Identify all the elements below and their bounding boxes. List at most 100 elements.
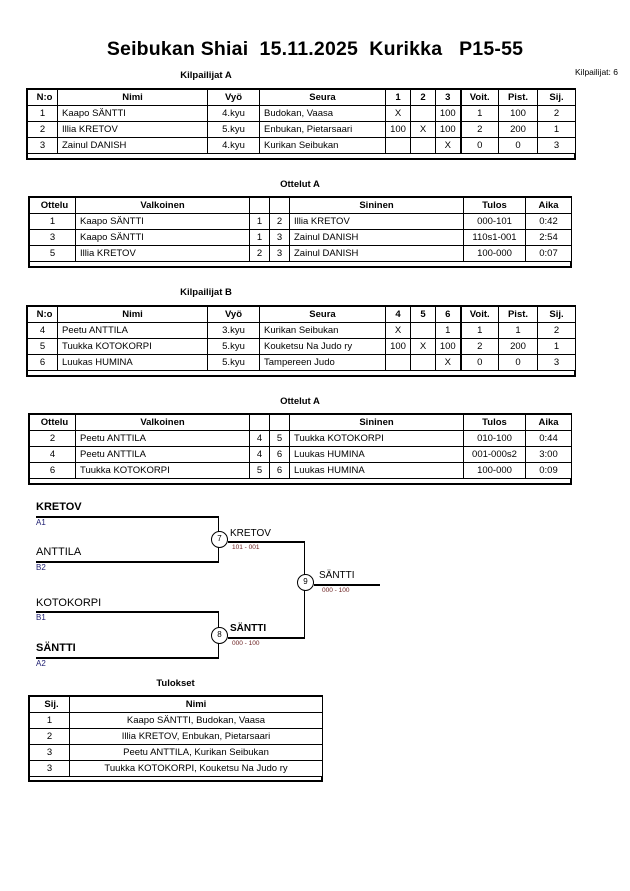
cell-no: 2 (27, 121, 58, 138)
table-row: 6 Luukas HUMINA 5.kyu Tampereen Judo X 0… (27, 354, 576, 371)
cell-white: Kaapo SÄNTTI (75, 213, 250, 230)
bracket-node-score: 000 - 100 (322, 587, 350, 594)
pool-b-table: N:o Nimi Vyö Seura 4 5 6 Voit. Pist. Sij… (27, 306, 576, 371)
cell-result: 000-101 (463, 213, 526, 230)
col-no: N:o (27, 306, 58, 323)
bracket-entry-name: ANTTILA (36, 546, 82, 558)
cell-no: 6 (27, 354, 58, 371)
cell-m3: 100 (435, 121, 461, 138)
bracket-line (36, 611, 219, 613)
cell-no: 5 (27, 338, 58, 355)
cell-name: Tuukka KOTOKORPI (57, 338, 208, 355)
table-header-row: Sij. Nimi (29, 696, 323, 713)
cell-name: Peetu ANTTILA, Kurikan Seibukan (69, 744, 323, 761)
cell-blue: Tuukka KOTOKORPI (289, 430, 464, 447)
col-white: Valkoinen (75, 414, 250, 431)
bracket-node-winner: SÄNTTI (230, 623, 267, 634)
bracket-node-winner: SÄNTTI (319, 570, 355, 581)
col-rank: Sij. (29, 696, 70, 713)
bracket-node-9: 9 (297, 574, 314, 591)
cell-belt: 3.kyu (207, 322, 260, 339)
cell-blue-no: 3 (269, 245, 290, 262)
cell-white-no: 2 (249, 245, 270, 262)
col-name: Nimi (69, 696, 323, 713)
cell-result: 001-000s2 (463, 446, 526, 463)
table-header-row: N:o Nimi Vyö Seura 4 5 6 Voit. Pist. Sij… (27, 306, 576, 323)
cell-result: 110s1-001 (463, 229, 526, 246)
col-white-no (249, 197, 270, 214)
cell-belt: 5.kyu (207, 338, 260, 355)
cell-rank: 1 (537, 121, 576, 138)
col-club: Seura (259, 89, 386, 106)
col-name: Nimi (57, 306, 208, 323)
table-row: 1 Kaapo SÄNTTI 4.kyu Budokan, Vaasa X 10… (27, 105, 576, 122)
cell-rank: 1 (537, 338, 576, 355)
col-m2: 2 (410, 89, 436, 106)
cell-match-no: 3 (29, 229, 76, 246)
cell-m3: 100 (435, 105, 461, 122)
caption-pool-b: Kilpailijat B (180, 287, 232, 298)
table-header-row: Ottelu Valkoinen Sininen Tulos Aika (29, 414, 572, 431)
cell-white-no: 1 (249, 213, 270, 230)
cell-belt: 4.kyu (207, 137, 260, 154)
cell-m5: X (410, 338, 436, 355)
col-white: Valkoinen (75, 197, 250, 214)
cell-m1 (385, 137, 411, 154)
cell-match-no: 6 (29, 462, 76, 479)
cell-m6: X (435, 354, 461, 371)
cell-points: 0 (498, 137, 538, 154)
cell-white-no: 1 (249, 229, 270, 246)
cell-name: Peetu ANTTILA (57, 322, 208, 339)
cell-wins: 0 (459, 137, 499, 154)
bracket-entry-seed: B1 (36, 613, 46, 622)
col-time: Aika (525, 414, 572, 431)
table-header-row: N:o Nimi Vyö Seura 1 2 3 Voit. Pist. Sij… (27, 89, 576, 106)
cell-time: 0:42 (525, 213, 572, 230)
col-result: Tulos (463, 414, 526, 431)
cell-points: 0 (498, 354, 538, 371)
bracket-entry-name: SÄNTTI (36, 642, 76, 654)
cell-white: Illia KRETOV (75, 245, 250, 262)
table-row: 1 Kaapo SÄNTTI, Budokan, Vaasa (29, 712, 323, 729)
bracket-entry-seed: B2 (36, 563, 46, 572)
table-row: 5 Illia KRETOV 2 3 Zainul DANISH 100-000… (29, 245, 572, 262)
cell-no: 1 (27, 105, 58, 122)
page-title: Seibukan Shiai 15.11.2025 Kurikka P15-55 (106, 38, 524, 60)
cell-wins: 2 (459, 121, 499, 138)
caption-results: Tulokset (156, 678, 195, 689)
cell-time: 0:07 (525, 245, 572, 262)
cell-match-no: 2 (29, 430, 76, 447)
cell-wins: 0 (459, 354, 499, 371)
col-m1: 1 (385, 89, 411, 106)
cell-time: 2:54 (525, 229, 572, 246)
cell-no: 4 (27, 322, 58, 339)
col-wins: Voit. (459, 89, 499, 106)
cell-blue-no: 6 (269, 446, 290, 463)
cell-m2 (410, 137, 436, 154)
col-club: Seura (259, 306, 386, 323)
col-m5: 5 (410, 306, 436, 323)
col-time: Aika (525, 197, 572, 214)
cell-wins: 2 (459, 338, 499, 355)
caption-matches-b: Ottelut A (280, 396, 320, 407)
results-table: Sij. Nimi 1 Kaapo SÄNTTI, Budokan, Vaasa… (29, 696, 323, 777)
cell-m5 (410, 354, 436, 371)
col-points: Pist. (498, 89, 538, 106)
cell-belt: 5.kyu (207, 354, 260, 371)
cell-m1: 100 (385, 121, 411, 138)
col-rank: Sij. (537, 306, 576, 323)
cell-result: 100-000 (463, 462, 526, 479)
cell-m2 (410, 105, 436, 122)
cell-m6: 100 (435, 338, 461, 355)
cell-no: 3 (27, 137, 58, 154)
bracket-node-winner: KRETOV (230, 528, 271, 539)
cell-name: Zainul DANISH (57, 137, 208, 154)
col-result: Tulos (463, 197, 526, 214)
cell-rank: 3 (29, 760, 70, 777)
cell-blue: Luukas HUMINA (289, 462, 464, 479)
cell-blue-no: 5 (269, 430, 290, 447)
cell-rank: 3 (29, 744, 70, 761)
table-row: 2 Peetu ANTTILA 4 5 Tuukka KOTOKORPI 010… (29, 430, 572, 447)
cell-blue: Luukas HUMINA (289, 446, 464, 463)
col-name: Nimi (57, 89, 208, 106)
